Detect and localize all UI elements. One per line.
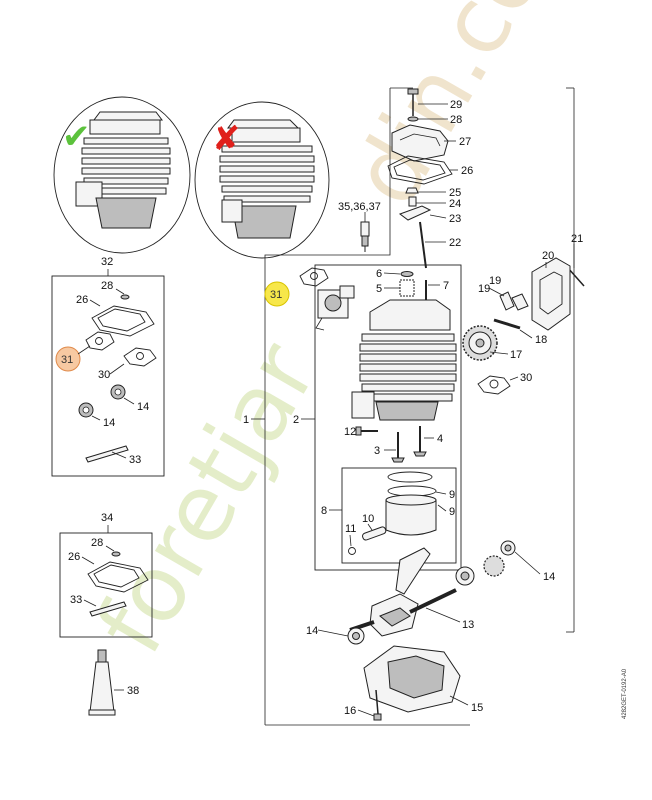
callout-6: 6 — [376, 268, 382, 280]
callout-4: 4 — [437, 433, 443, 445]
kit34-callout-26: 26 — [68, 551, 80, 563]
callout-1: 1 — [243, 414, 249, 426]
check-icon: ✔ — [62, 117, 91, 157]
group-callouts: 1 2 8 — [243, 414, 342, 517]
callout-3: 3 — [374, 445, 380, 457]
correct-variant-circle: ✔ — [53, 96, 191, 254]
wrong-variant-circle: ✘ — [194, 101, 330, 259]
piston-box — [341, 467, 457, 564]
callout-5: 5 — [376, 283, 382, 295]
callout-8: 8 — [321, 505, 327, 517]
figure-code: 4282GET-0192-A0 — [622, 668, 628, 719]
callout-20: 20 — [542, 250, 554, 262]
callout-9-a: 9 — [449, 489, 455, 501]
valve-cover-callouts: 29 28 27 26 25 24 23 22 — [416, 99, 473, 249]
kit32-callout-26: 26 — [76, 294, 88, 306]
callout-29: 29 — [450, 99, 462, 111]
sealant-tube-38: 38 — [88, 649, 139, 716]
valves: 3 4 — [374, 426, 443, 463]
cylinder-callouts: 6 5 7 — [376, 268, 449, 295]
callout-38: 38 — [127, 685, 139, 697]
callout-2: 2 — [293, 414, 299, 426]
carburetor — [299, 267, 355, 331]
callout-11: 11 — [345, 523, 356, 535]
crankshaft: 13 14 14 — [306, 540, 555, 645]
callout-28: 28 — [450, 114, 462, 126]
kit32-callout-14-a: 14 — [137, 401, 149, 413]
valve-cover-parts — [387, 88, 453, 269]
callout-21: 21 — [571, 233, 583, 245]
kit32-callout-28: 28 — [101, 280, 113, 292]
screw-12: 12 — [344, 426, 378, 438]
callout-32: 32 — [101, 256, 113, 268]
cylinder — [351, 271, 457, 421]
callout-19-b: 19 — [489, 275, 501, 287]
piston-assembly: 9 9 10 11 — [345, 471, 455, 555]
callout-13: 13 — [462, 619, 474, 631]
cylinder-illustration-wrong — [219, 119, 315, 239]
callout-14-left: 14 — [306, 625, 318, 637]
callout-14-right: 14 — [543, 571, 555, 583]
spark-plug: 35,36,37 — [338, 201, 381, 252]
callout-18: 18 — [535, 334, 547, 346]
watermark-text-2: din.com — [331, 0, 608, 223]
kit32-callout-30: 30 — [98, 369, 110, 381]
callout-12: 12 — [344, 426, 356, 438]
callout-27: 27 — [459, 136, 471, 148]
cylinder-illustration-correct — [75, 111, 171, 229]
highlight-31-left-label: 31 — [61, 354, 73, 366]
callout-23: 23 — [449, 213, 461, 225]
callout-15: 15 — [471, 702, 483, 714]
callout-30: 30 — [520, 372, 532, 384]
highlight-31-top: 31 — [264, 281, 290, 307]
callout-34: 34 — [101, 512, 113, 524]
callout-19-a: 19 — [478, 283, 490, 295]
callout-16: 16 — [344, 705, 356, 717]
callout-7: 7 — [443, 280, 449, 292]
kit32-callout-14-b: 14 — [103, 417, 115, 429]
callout-17: 17 — [510, 349, 522, 361]
kit34-callout-33: 33 — [70, 594, 82, 606]
crankcase: 15 16 — [344, 645, 483, 721]
watermark-text-1: foretjar — [76, 326, 337, 671]
kit-34: 34 28 26 33 — [59, 512, 153, 638]
callout-24: 24 — [449, 198, 461, 210]
callout-25: 25 — [449, 187, 461, 199]
kit34-callout-28: 28 — [91, 537, 103, 549]
right-side-parts: 21 20 19 19 18 17 30 — [462, 233, 585, 395]
cross-icon: ✘ — [212, 119, 241, 159]
kit-32: 32 28 26 31 30 14 14 33 — [51, 256, 165, 477]
callout-35-36-37: 35,36,37 — [338, 201, 381, 213]
callout-22: 22 — [449, 237, 461, 249]
callout-26: 26 — [461, 165, 473, 177]
kit32-callout-33: 33 — [129, 454, 141, 466]
callout-10: 10 — [362, 513, 374, 525]
cylinder-assembly-box — [314, 264, 462, 571]
callout-9-b: 9 — [449, 506, 455, 518]
highlight-31-top-label: 31 — [270, 289, 282, 301]
